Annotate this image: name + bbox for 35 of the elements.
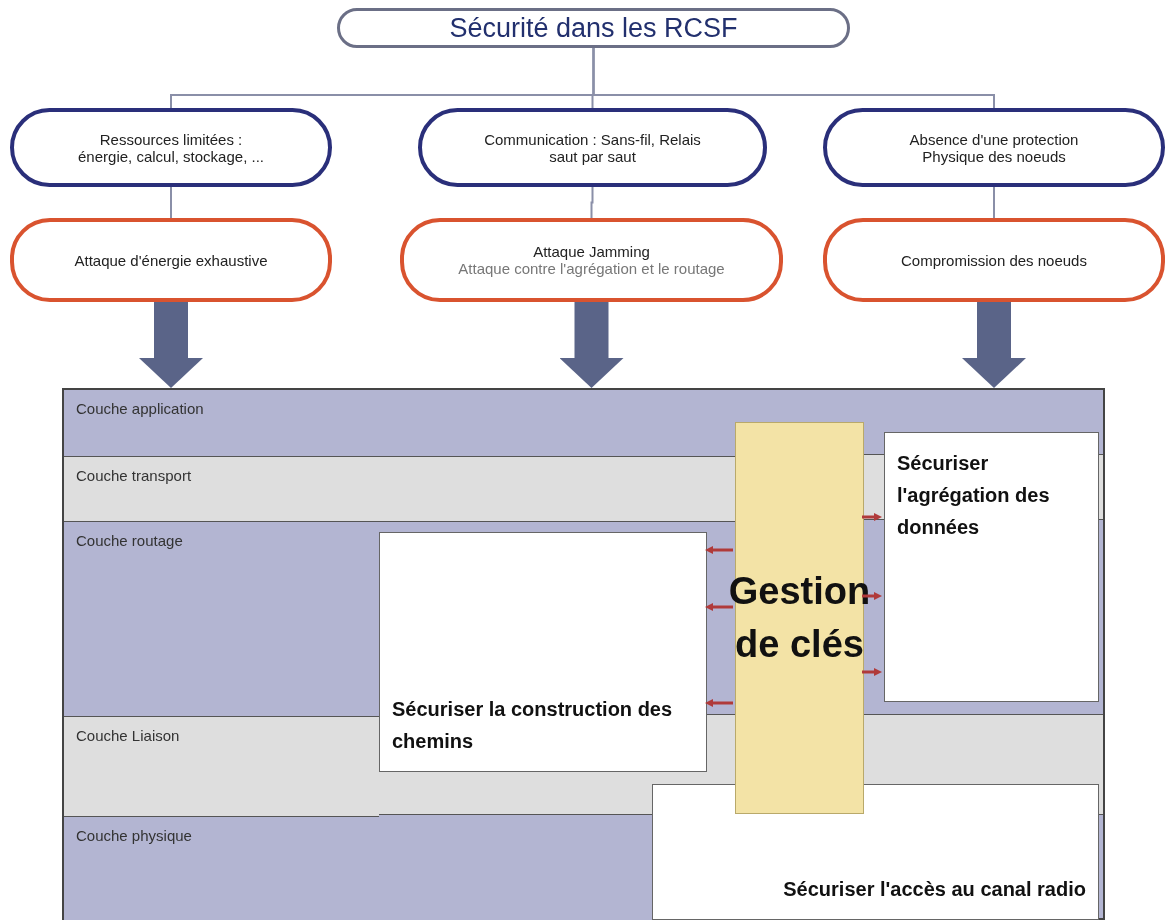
layer-label: Couche application [76, 400, 205, 417]
arrow [862, 513, 882, 521]
category-text: Ressources limitées : énergie, calcul, stockage, ... [77, 130, 265, 165]
attack-text: Attaque d'énergie exhaustive [74, 251, 268, 269]
layer-label: Couche physique [76, 827, 193, 844]
connector-line [170, 186, 172, 219]
layer-label: Couche Liaison [76, 727, 181, 744]
block-arrow [559, 302, 624, 388]
security-text: Sécuriser l'agrégation des données [897, 451, 1051, 540]
arrow [862, 592, 882, 600]
arrow [862, 668, 882, 676]
layer-label: Couche routage [76, 532, 184, 549]
connector-line [590, 186, 594, 219]
attack-text: Attaque contre l'agrégation et le routage [458, 260, 725, 277]
title-text: Sécurité dans les RCSF [449, 12, 738, 44]
security-text: Sécuriser la construction des chemins [392, 697, 674, 754]
attack-text: Compromission des noeuds [901, 251, 1087, 269]
layer-label: Couche transport [76, 467, 193, 484]
layer-panel [62, 388, 1105, 920]
key-management-text: Gestion de clés [728, 568, 871, 667]
security-box [652, 784, 1099, 920]
title-pill [337, 8, 850, 48]
block-arrow [139, 302, 203, 388]
attack-text: Attaque Jamming [533, 243, 650, 260]
security-box [884, 432, 1099, 702]
arrow [705, 699, 733, 707]
category-text: Communication : Sans-fil, Relais saut par saut [483, 130, 702, 165]
security-text: Sécuriser l'accès au canal radio [782, 877, 1086, 902]
arrow [705, 546, 733, 554]
arrow [705, 603, 733, 611]
category-text: Absence d'une protection Physique des noeuds [908, 130, 1080, 165]
block-arrow [962, 302, 1026, 388]
security-box [379, 532, 707, 772]
connector-line [993, 186, 995, 219]
connector-line [592, 47, 995, 109]
